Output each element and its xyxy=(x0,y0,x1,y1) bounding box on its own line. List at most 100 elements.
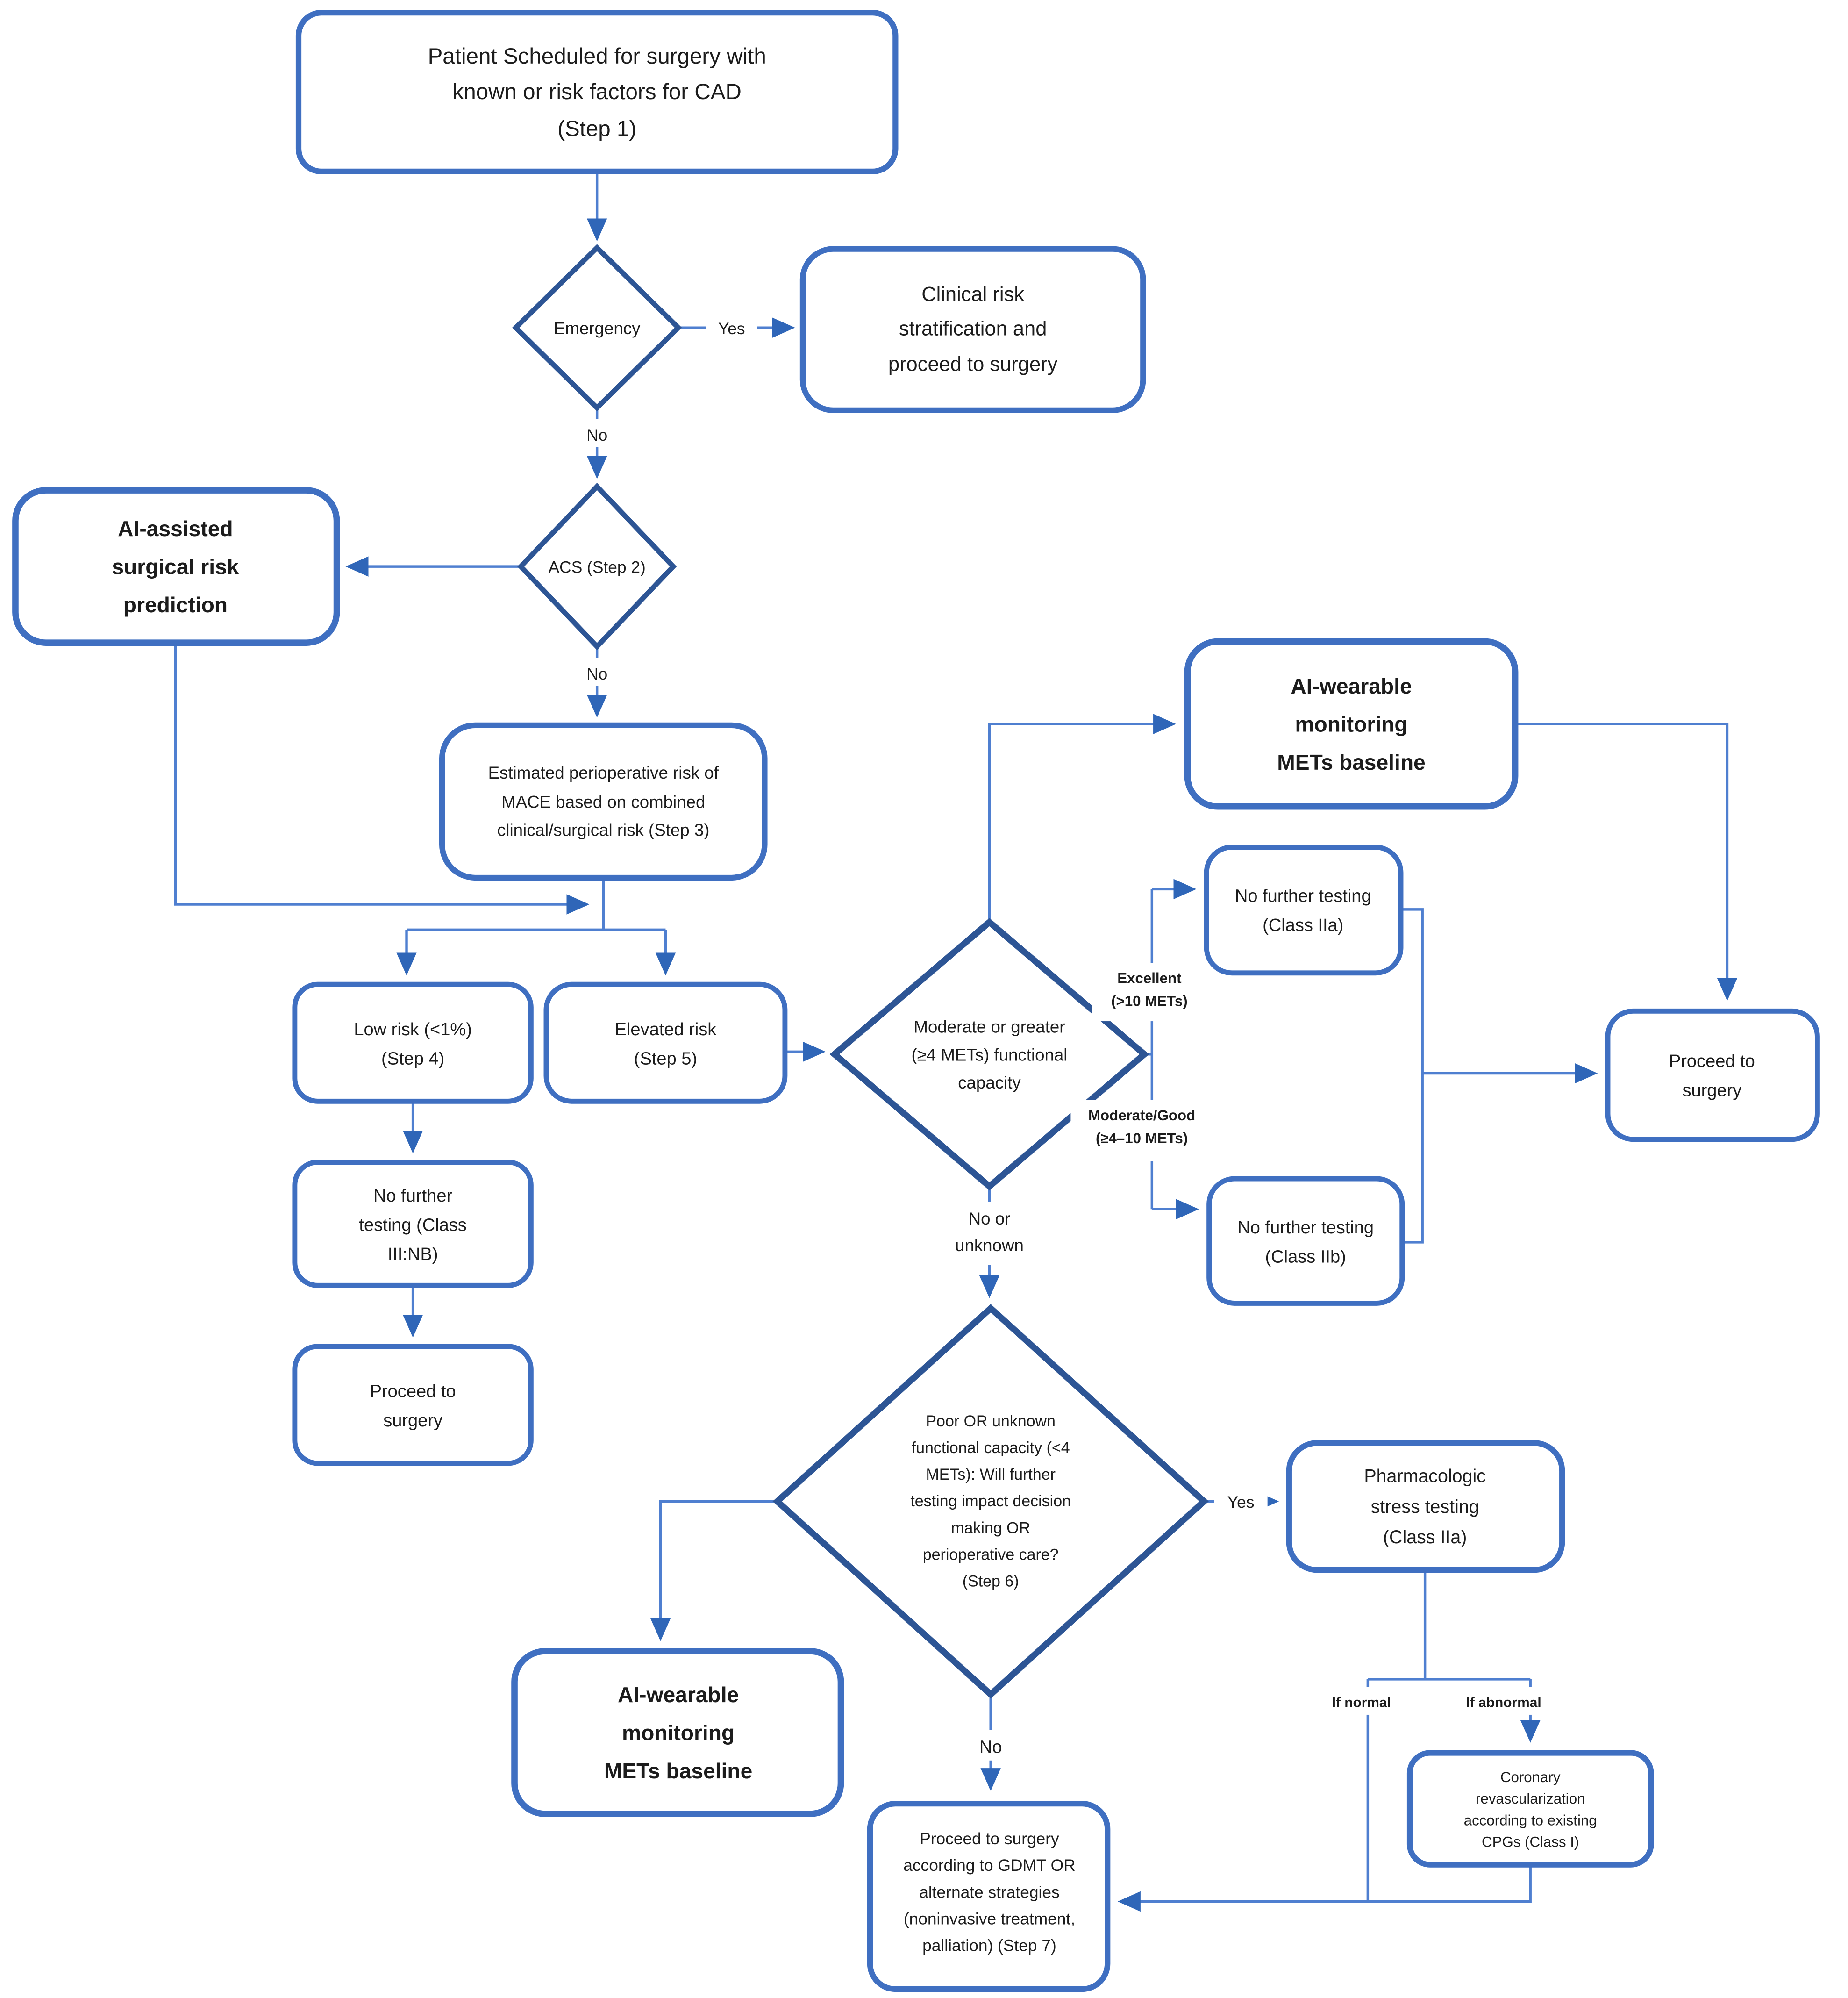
node-coronary-revasc-label: according to existing xyxy=(1464,1812,1597,1828)
edge-label-no-or-unknown: No or unknown xyxy=(940,1201,1039,1265)
node-no-testing-iii: No further testing (Class III:NB) xyxy=(292,1160,534,1288)
node-ai-surgical-risk-label: prediction xyxy=(123,593,228,617)
node-low-risk-shape xyxy=(292,981,534,1104)
label-bg xyxy=(1070,1100,1213,1161)
edge-label-no-step6: No xyxy=(965,1730,1016,1761)
node-step1-label: Patient Scheduled for surgery with xyxy=(428,44,766,69)
node-low-risk-label: (Step 4) xyxy=(381,1049,444,1068)
node-no-testing-iia-label: No further testing xyxy=(1235,887,1371,906)
node-step1-shape xyxy=(295,10,899,175)
edge-label-moderate-good: (≥4–10 METs) xyxy=(1096,1130,1188,1146)
node-step3-label: clinical/surgical risk (Step 3) xyxy=(497,820,709,839)
edge-label-excellent: (>10 METs) xyxy=(1111,993,1188,1009)
node-no-testing-iia-shape xyxy=(1204,845,1404,976)
node-step7-label: according to GDMT OR xyxy=(903,1856,1075,1875)
node-step6-label: METs): Will further xyxy=(926,1466,1055,1483)
edge-label-yes: Yes xyxy=(718,320,745,338)
node-ai-wearable-bottom-label: monitoring xyxy=(622,1720,735,1745)
edge-label-no: No xyxy=(979,1737,1002,1757)
node-pharm-stress-label: stress testing xyxy=(1371,1497,1479,1517)
edge-label-if-abnormal: If abnormal xyxy=(1437,1687,1570,1715)
edge-ai-assisted-to-junction xyxy=(174,643,590,915)
node-no-testing-iii-label: III:NB) xyxy=(388,1245,438,1264)
edge-label-if-normal: If normal xyxy=(1300,1687,1425,1715)
node-no-testing-iib-shape xyxy=(1206,1176,1405,1306)
node-step6-label: making OR xyxy=(951,1519,1030,1537)
node-coronary-revasc: Coronary revascularization according to … xyxy=(1406,1750,1654,1868)
node-acs-label: ACS (Step 2) xyxy=(549,559,646,577)
node-pharm-stress-label: Pharmacologic xyxy=(1364,1466,1486,1487)
node-ai-wearable-top-label: AI-wearable xyxy=(1291,674,1412,698)
node-ai-wearable-top-label: METs baseline xyxy=(1277,750,1425,774)
edge-label-excellent: Excellent (>10 METs) xyxy=(1092,963,1207,1022)
node-acs-shape xyxy=(517,483,677,651)
edge-label-excellent: Excellent xyxy=(1117,970,1182,987)
node-emergency-shape xyxy=(512,244,682,412)
edge-label-yes: Yes xyxy=(1227,1493,1255,1511)
node-step6-label: testing impact decision xyxy=(910,1492,1071,1510)
node-step7-shape xyxy=(867,1801,1111,1992)
node-step6-label: Poor OR unknown xyxy=(926,1412,1056,1430)
edge-ai-wearable-to-proceed-right xyxy=(1515,723,1738,1001)
node-coronary-revasc-label: CPGs (Class I) xyxy=(1482,1834,1579,1850)
node-functional-capacity-label: (≥4 METs) functional xyxy=(911,1045,1067,1064)
node-step3-shape xyxy=(439,722,768,881)
node-ai-wearable-bottom: AI-wearable monitoring METs baseline xyxy=(511,1648,844,1817)
label-bg xyxy=(706,312,757,341)
label-bg xyxy=(1300,1687,1425,1715)
node-ai-wearable-top-shape xyxy=(1184,638,1519,810)
node-ai-surgical-risk: AI-assisted surgical risk prediction xyxy=(12,487,340,646)
node-step3: Estimated perioperative risk of MACE bas… xyxy=(439,722,768,881)
node-low-risk-label: Low risk (<1%) xyxy=(354,1020,472,1039)
label-bg xyxy=(940,1201,1039,1265)
edge-label-no: No xyxy=(586,665,607,683)
node-no-testing-iib: No further testing (Class IIb) xyxy=(1206,1176,1405,1306)
node-clinical-risk-label: proceed to surgery xyxy=(888,353,1058,376)
edge-iia-iib-connector xyxy=(1401,908,1424,1244)
edge-label-no: No xyxy=(586,426,607,444)
node-elevated-risk-label: (Step 5) xyxy=(634,1049,697,1068)
node-step1: Patient Scheduled for surgery with known… xyxy=(295,10,899,175)
node-step6-label: (Step 6) xyxy=(963,1572,1019,1590)
node-proceed-surgery-right-label: surgery xyxy=(1682,1081,1741,1100)
node-proceed-surgery-right-shape xyxy=(1605,1008,1820,1142)
node-ai-surgical-risk-label: surgical risk xyxy=(112,554,239,579)
node-ai-wearable-bottom-shape xyxy=(511,1648,844,1817)
node-no-testing-iii-label: No further xyxy=(373,1186,452,1206)
node-ai-wearable-bottom-label: AI-wearable xyxy=(618,1683,739,1707)
node-functional-capacity-label: capacity xyxy=(958,1073,1021,1092)
node-clinical-risk-label: Clinical risk xyxy=(921,283,1024,306)
node-proceed-surgery-left-shape xyxy=(292,1344,534,1466)
node-step6-label: functional capacity (<4 xyxy=(912,1439,1070,1457)
node-proceed-surgery-left-label: surgery xyxy=(383,1411,442,1431)
label-bg xyxy=(1437,1687,1570,1715)
edge-label-no-emergency: No xyxy=(574,419,620,447)
node-elevated-risk: Elevated risk (Step 5) xyxy=(543,981,788,1104)
edge-label-if-abnormal: If abnormal xyxy=(1466,1695,1541,1711)
edge-label-moderate-good: Moderate/Good xyxy=(1088,1107,1195,1124)
edge-coronary-to-step7 xyxy=(1117,1864,1532,1912)
edge-step6-to-ai-wearable-bottom xyxy=(650,1500,778,1641)
node-no-testing-iib-label: (Class IIb) xyxy=(1265,1247,1346,1267)
edge-label-no-or-unknown: No or xyxy=(969,1209,1011,1228)
node-coronary-revasc-shape xyxy=(1406,1750,1654,1868)
node-ai-wearable-top: AI-wearable monitoring METs baseline xyxy=(1184,638,1519,810)
node-step7-label: alternate strategies xyxy=(919,1883,1059,1901)
label-bg xyxy=(965,1730,1016,1761)
edge-label-if-normal: If normal xyxy=(1332,1695,1391,1711)
node-step3-label: MACE based on combined xyxy=(501,792,705,811)
node-step1-label: (Step 1) xyxy=(557,116,636,141)
node-emergency-diamond: Emergency xyxy=(512,244,682,412)
node-no-testing-iii-label: testing (Class xyxy=(359,1215,466,1235)
node-emergency-label: Emergency xyxy=(554,319,641,338)
node-pharm-stress-label: (Class IIa) xyxy=(1383,1527,1467,1547)
node-ai-wearable-top-label: monitoring xyxy=(1295,712,1407,736)
node-step7: Proceed to surgery according to GDMT OR … xyxy=(867,1801,1111,1992)
edge-label-yes-step6: Yes xyxy=(1214,1486,1268,1514)
node-clinical-risk: Clinical risk stratification and proceed… xyxy=(799,246,1146,413)
node-coronary-revasc-label: revascularization xyxy=(1476,1790,1585,1807)
node-pharm-stress: Pharmacologic stress testing (Class IIa) xyxy=(1286,1440,1565,1573)
node-acs-diamond: ACS (Step 2) xyxy=(517,483,677,651)
edge-label-no-acs: No xyxy=(574,658,620,686)
